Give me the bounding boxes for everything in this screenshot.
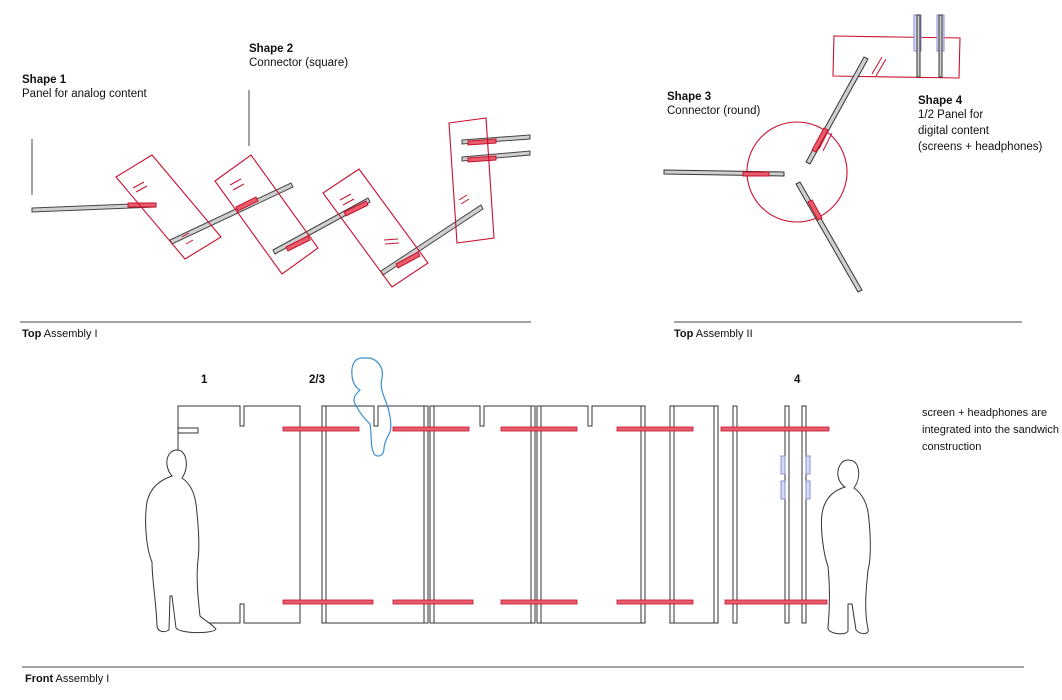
front-connector	[282, 599, 374, 605]
shape4-panel	[448, 117, 495, 244]
child-figure	[351, 357, 392, 457]
section-front-assembly-1-rest: Assembly I	[53, 673, 110, 685]
front-half-panel-frame	[732, 405, 738, 624]
front-panel-1	[177, 405, 301, 624]
shape2-title: Shape 2	[249, 43, 294, 55]
adult-figure-right	[821, 459, 871, 635]
adult-figure-left	[145, 449, 217, 634]
connector-highlights	[127, 138, 497, 269]
front-panel-5	[669, 405, 719, 624]
front-connector	[720, 426, 830, 432]
arm-highlight	[807, 199, 823, 221]
front-connector	[282, 426, 360, 432]
shape3-label: Shape 3 Connector (round)	[667, 91, 760, 119]
slot	[339, 193, 355, 206]
human-figures	[145, 449, 871, 635]
slot	[181, 232, 194, 245]
slot	[818, 130, 833, 152]
shape4-label: Shape 4 1/2 Panel for digital content (s…	[918, 95, 1042, 155]
shape2-desc: Connector (square)	[249, 57, 349, 69]
connector-highlight	[395, 251, 421, 269]
front-half-panel-stick	[801, 405, 807, 624]
front-number-2-3: 2/3	[309, 374, 325, 386]
connector-highlight	[343, 200, 369, 217]
connector-line	[169, 182, 294, 245]
connector-lines	[31, 134, 531, 276]
screen	[780, 480, 786, 500]
top-assembly-1	[31, 117, 531, 288]
panels	[115, 117, 495, 288]
section-top-assembly-2-rest: Assembly II	[693, 328, 753, 340]
front-panel-4	[536, 405, 646, 624]
front-panel-3	[429, 405, 536, 624]
integration-note: screen + headphones are integrated into …	[922, 407, 1059, 453]
slots	[132, 178, 470, 245]
shape4-desc-3: (screens + headphones)	[918, 141, 1043, 153]
shape3-title: Shape 3	[667, 91, 712, 103]
shape4-desc-2: digital content	[918, 125, 989, 137]
shape1-panel	[115, 154, 222, 260]
shape2-panel	[322, 168, 429, 288]
section-front-assembly-1: Front Assembly I	[25, 673, 109, 685]
front-number-1: 1	[201, 374, 208, 386]
panel-stick	[916, 14, 921, 78]
front-assembly	[177, 405, 807, 624]
front-connector	[392, 599, 474, 605]
slot	[132, 181, 148, 193]
front-number-4: 4	[794, 374, 801, 386]
arm-down	[795, 181, 863, 293]
section-top-assembly-1-bold: Top	[22, 328, 42, 340]
front-half-panel-stick	[784, 405, 790, 624]
section-top-assembly-2: Top Assembly II	[674, 328, 753, 340]
shape2-panel	[214, 154, 319, 275]
front-connector	[500, 599, 578, 605]
shape1-label: Shape 1 Panel for analog content	[22, 74, 147, 102]
front-connector	[616, 599, 694, 605]
section-top-assembly-2-bold: Top	[674, 328, 694, 340]
connector-highlight	[467, 138, 497, 146]
section-top-assembly-1: Top Assembly I	[22, 328, 98, 340]
section-front-assembly-1-bold: Front	[25, 673, 54, 685]
screen	[805, 480, 811, 500]
front-connector	[500, 426, 578, 432]
arm-highlight	[742, 171, 770, 177]
front-panel-1-slot	[178, 427, 199, 434]
screen	[780, 455, 786, 475]
shape1-desc: Panel for analog content	[22, 88, 147, 100]
section-top-assembly-1-rest: Assembly I	[41, 328, 98, 340]
panel-stick	[938, 14, 943, 78]
connector-highlight	[285, 235, 311, 252]
slot	[229, 178, 245, 191]
connector-highlight	[235, 196, 259, 212]
shape1-title: Shape 1	[22, 74, 67, 86]
slot	[383, 238, 400, 245]
front-connectors	[282, 426, 830, 605]
front-screens	[780, 455, 811, 500]
shape4-desc-1: 1/2 Panel for	[918, 109, 984, 121]
arm-highlight	[811, 127, 829, 153]
slot	[871, 56, 887, 77]
shape2-label: Shape 2 Connector (square)	[249, 43, 348, 71]
screen	[805, 455, 811, 475]
top-assembly-2	[663, 14, 961, 293]
shape4-title: Shape 4	[918, 95, 963, 107]
front-connector	[392, 426, 470, 432]
front-connector	[724, 599, 828, 605]
connector-highlight	[127, 202, 157, 208]
front-panel-2	[321, 405, 429, 624]
shape3-desc: Connector (round)	[667, 105, 761, 117]
slot	[458, 194, 470, 205]
front-connector	[616, 426, 694, 432]
